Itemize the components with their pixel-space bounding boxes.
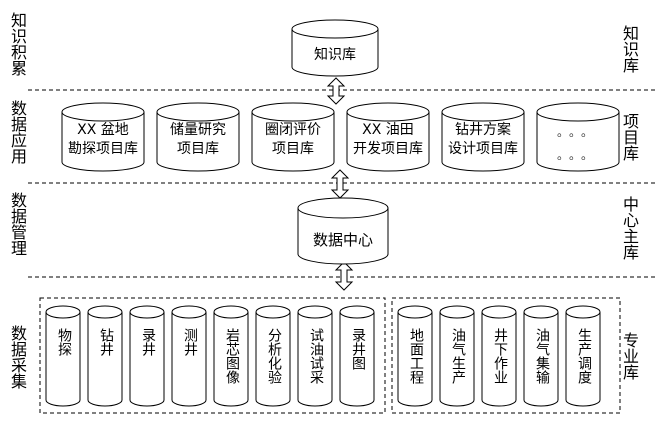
left-label-management: 数据管理 (8, 192, 27, 256)
collection-label-5: 岩芯图像 (224, 328, 240, 384)
collection-group-box-1 (39, 297, 386, 414)
collection-label-6: 分析化验 (266, 328, 282, 384)
project-db-cylinder-2 (156, 102, 240, 172)
project-db-line2: 项目库 (177, 141, 219, 157)
project-db-cylinder-4 (346, 102, 430, 172)
project-db-label-5: 钻井方案设计项目库 (442, 121, 524, 159)
project-db-line1: 储量研究 (170, 122, 226, 138)
collection-cylinder-8 (339, 305, 375, 407)
collection-label-2: 钻井 (98, 328, 114, 356)
data-center-cylinder (297, 197, 389, 265)
right-label-professional: 专业库 (620, 332, 639, 380)
project-db-line1: XX 盆地 (77, 122, 129, 138)
project-db-line2: 开发项目库 (353, 141, 423, 157)
project-db-label-3: 圈闭评价项目库 (252, 121, 334, 159)
collection-cylinder-3 (129, 305, 165, 407)
professional-cylinder-4 (523, 305, 559, 407)
ellipsis-dots-row-2: 。。。 (556, 148, 599, 162)
arrow-knowledge-project (326, 77, 346, 105)
left-label-application: 数据应用 (8, 100, 27, 164)
ellipsis-dots-row-1: 。。。 (556, 125, 599, 139)
project-db-cylinder-6 (536, 102, 620, 172)
knowledge-db-cylinder (291, 19, 379, 77)
collection-cylinder-6 (255, 305, 291, 407)
collection-label-1: 物探 (56, 328, 72, 356)
collection-group-box-2 (391, 297, 621, 414)
collection-cylinder-2 (87, 305, 123, 407)
project-db-label-4: XX 油田开发项目库 (347, 121, 429, 159)
collection-label-7: 试油试采 (308, 328, 324, 384)
professional-cylinder-3 (481, 305, 517, 407)
project-db-line1: 钻井方案 (455, 122, 511, 138)
collection-label-3: 录井 (140, 328, 156, 356)
data-center-label: 数据中心 (312, 231, 373, 249)
collection-cylinder-1 (45, 305, 81, 407)
right-label-center: 中心主库 (620, 196, 639, 260)
project-db-line2: 项目库 (272, 141, 314, 157)
professional-cylinder-5 (565, 305, 601, 407)
professional-label-1: 地面工程 (408, 328, 424, 384)
arrow-project-center (330, 169, 350, 199)
professional-label-4: 油气集输 (534, 328, 550, 384)
project-db-line2: 设计项目库 (448, 141, 518, 157)
professional-label-2: 油气生产 (450, 328, 466, 384)
project-db-label-2: 储量研究项目库 (157, 121, 239, 159)
left-label-knowledge: 知识积累 (8, 12, 27, 76)
professional-cylinder-1 (397, 305, 433, 407)
project-db-cylinder-3 (251, 102, 335, 172)
collection-cylinder-7 (297, 305, 333, 407)
project-db-line1: XX 油田 (362, 122, 414, 138)
project-db-label-1: XX 盆地勘探项目库 (62, 121, 144, 159)
right-label-project: 项目库 (620, 113, 639, 161)
collection-label-4: 测井 (182, 328, 198, 356)
collection-cylinder-4 (171, 305, 207, 407)
professional-label-3: 井下作业 (492, 328, 508, 384)
project-db-cylinder-5 (441, 102, 525, 172)
arrow-center-collection (334, 261, 354, 291)
professional-label-5: 生产调度 (576, 328, 592, 384)
project-db-line1: 圈闭评价 (265, 122, 321, 138)
right-label-knowledge: 知识库 (620, 25, 639, 73)
knowledge-db-label: 知识库 (314, 47, 356, 63)
left-label-collection: 数据采集 (8, 325, 27, 389)
professional-cylinder-2 (439, 305, 475, 407)
project-db-line2: 勘探项目库 (68, 141, 138, 157)
ellipsis-db-dots: 。。。。。。 (537, 123, 619, 163)
collection-label-8: 录井图 (350, 328, 366, 370)
collection-cylinder-5 (213, 305, 249, 407)
project-db-cylinder-1 (61, 102, 145, 172)
